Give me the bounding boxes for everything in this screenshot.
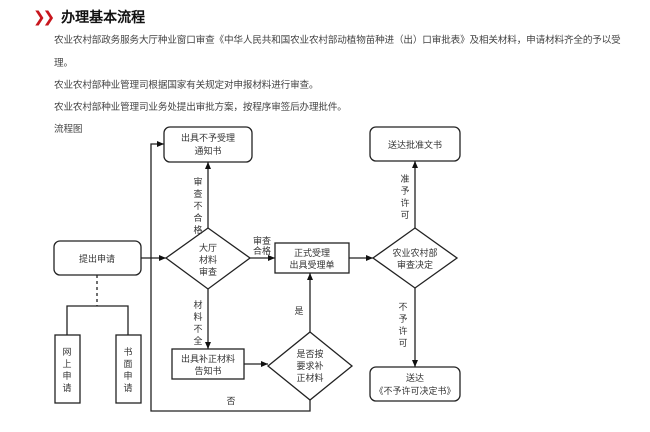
label-hall-review: 大厅 材料 审查 (199, 242, 217, 278)
svg-text:可: 可 (400, 210, 409, 221)
section-heading: ❯❯ 办理基本流程 (33, 7, 145, 27)
svg-text:书: 书 (123, 347, 132, 358)
edge-label-deny: 不 予 许 可 (398, 302, 407, 349)
svg-text:不: 不 (193, 201, 202, 212)
svg-text:出具补正材料: 出具补正材料 (181, 353, 235, 365)
label-corrected: 是否按 要求补 正材料 (296, 348, 323, 384)
section-title: 办理基本流程 (61, 10, 146, 26)
svg-text:面: 面 (123, 359, 132, 370)
double-chevron-right-icon: ❯❯ (33, 8, 55, 26)
edge-label-incomplete: 材 料 不 全 (193, 299, 202, 347)
node-reject-notice (163, 126, 253, 163)
svg-text:送达: 送达 (406, 372, 424, 384)
svg-text:许: 许 (400, 197, 409, 209)
label-correction-notice: 出具补正材料 告知书 (181, 353, 235, 377)
svg-text:网: 网 (62, 347, 71, 358)
node-paper (115, 334, 142, 404)
svg-text:申: 申 (123, 370, 132, 382)
svg-text:合格: 合格 (253, 245, 271, 257)
svg-text:审查: 审查 (199, 266, 217, 278)
svg-text:全: 全 (193, 335, 202, 347)
label-approval-doc: 送达批准文书 (388, 139, 442, 151)
svg-text:农业农村部: 农业农村部 (392, 247, 437, 259)
svg-text:审查决定: 审查决定 (397, 259, 433, 271)
svg-text:许: 许 (398, 325, 407, 337)
svg-text:材料: 材料 (199, 254, 217, 266)
svg-text:通知书: 通知书 (194, 145, 221, 157)
edge-label-no: 否 (226, 396, 235, 407)
paragraph-2: 农业农村部种业管理司根据国家有关规定对申报材料进行审查。 (54, 80, 319, 91)
label-deny-doc: 送达 《不予许可决定书》 (374, 372, 455, 397)
svg-text:告知书: 告知书 (194, 365, 221, 377)
svg-text:上: 上 (62, 359, 71, 370)
svg-text:合: 合 (193, 212, 202, 224)
edge-label-yes: 是 (294, 306, 303, 317)
svg-text:予: 予 (398, 314, 407, 325)
svg-text:请: 请 (123, 382, 132, 394)
svg-text:审查: 审查 (253, 235, 271, 247)
svg-text:出具受理单: 出具受理单 (289, 259, 334, 271)
edge-label-review-fail: 审 查 不 合 格 (193, 176, 202, 236)
edge-label-review-pass: 审查 合格 (253, 235, 271, 257)
node-corrected (266, 331, 354, 401)
svg-text:是否按: 是否按 (296, 348, 323, 360)
svg-text:请: 请 (62, 382, 71, 394)
label-reject-notice: 出具不予受理 通知书 (181, 132, 235, 157)
branch-connector (66, 305, 129, 335)
svg-text:不: 不 (193, 324, 202, 335)
svg-text:准: 准 (400, 174, 409, 185)
label-online: 网 上 申 请 (62, 347, 71, 394)
svg-text:材: 材 (193, 299, 202, 311)
svg-text:查: 查 (193, 188, 202, 200)
svg-text:大厅: 大厅 (199, 242, 217, 254)
svg-text:料: 料 (193, 311, 202, 323)
paragraph-3: 农业农村部种业管理司业务处提出审批方案，按程序审签后办理批件。 (54, 102, 347, 113)
edge-loop (150, 141, 311, 412)
svg-text:正材料: 正材料 (296, 372, 323, 384)
label-paper: 书 面 申 请 (123, 347, 132, 394)
svg-text:予: 予 (400, 186, 409, 197)
node-approval-doc (369, 126, 461, 162)
flowchart-label: 流程图 (54, 124, 83, 135)
svg-text:正式受理: 正式受理 (294, 247, 330, 259)
svg-text:审: 审 (193, 176, 202, 188)
label-apply: 提出申请 (79, 253, 115, 265)
svg-text:可: 可 (398, 338, 407, 349)
node-online (54, 334, 81, 404)
paragraph-1-cont: 理。 (54, 58, 73, 69)
svg-text:申: 申 (62, 370, 71, 382)
svg-text:《不予许可决定书》: 《不予许可决定书》 (374, 385, 455, 397)
edge-label-approve: 准 予 许 可 (400, 174, 409, 221)
node-deny-doc (369, 366, 461, 402)
svg-text:不: 不 (398, 302, 407, 313)
svg-text:出具不予受理: 出具不予受理 (181, 132, 235, 144)
label-accept: 正式受理 出具受理单 (289, 247, 334, 271)
svg-text:要求补: 要求补 (296, 360, 323, 372)
label-ministry-decision: 农业农村部 审查决定 (392, 247, 437, 271)
svg-text:格: 格 (193, 224, 202, 236)
paragraph-1: 农业农村部政务服务大厅种业窗口审查《中华人民共和国农业农村部动植物苗种进（出）口… (54, 35, 621, 46)
